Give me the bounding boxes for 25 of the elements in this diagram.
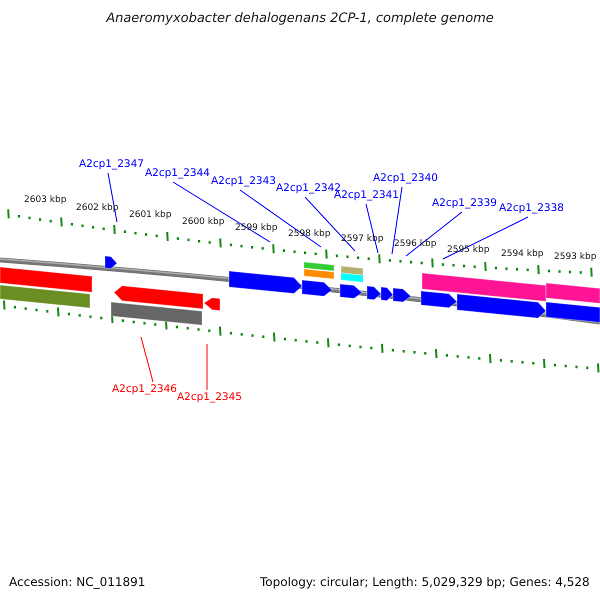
leader-line <box>366 204 378 254</box>
genome-summary-text: Topology: circular; Length: 5,029,329 bp; Genes: 4,528 <box>260 576 590 588</box>
gene-label: A2cp1_2345 <box>177 392 242 402</box>
gene-label: A2cp1_2339 <box>432 198 497 208</box>
leader-line <box>240 190 322 248</box>
scale-label: 2600 kbp <box>182 218 224 227</box>
title: Anaeromyxobacter dehalogenans 2CP-1, complete genome <box>104 12 495 25</box>
gene-label: A2cp1_2338 <box>499 203 564 214</box>
leader-line <box>206 344 208 390</box>
leader-line <box>140 336 154 382</box>
scale-label: 2596 kbp <box>394 240 436 249</box>
scale-label: 2601 kbp <box>129 211 172 220</box>
scale-label: 2593 kbp <box>554 253 596 262</box>
accession-text: Accession: NC_011891 <box>9 576 146 588</box>
leader-line <box>442 216 528 260</box>
gene-label: A2cp1_2347 <box>79 159 144 170</box>
gene-label: A2cp1_2340 <box>373 173 438 184</box>
leader-line <box>304 196 356 252</box>
scale-label: 2594 kbp <box>501 250 544 259</box>
gene-label: A2cp1_2344 <box>145 168 210 178</box>
gene-label: A2cp1_2343 <box>211 176 276 186</box>
leader-line <box>172 182 270 242</box>
leader-line <box>392 186 402 254</box>
gene-label: A2cp1_2346 <box>112 384 177 394</box>
leader-line <box>406 212 462 256</box>
